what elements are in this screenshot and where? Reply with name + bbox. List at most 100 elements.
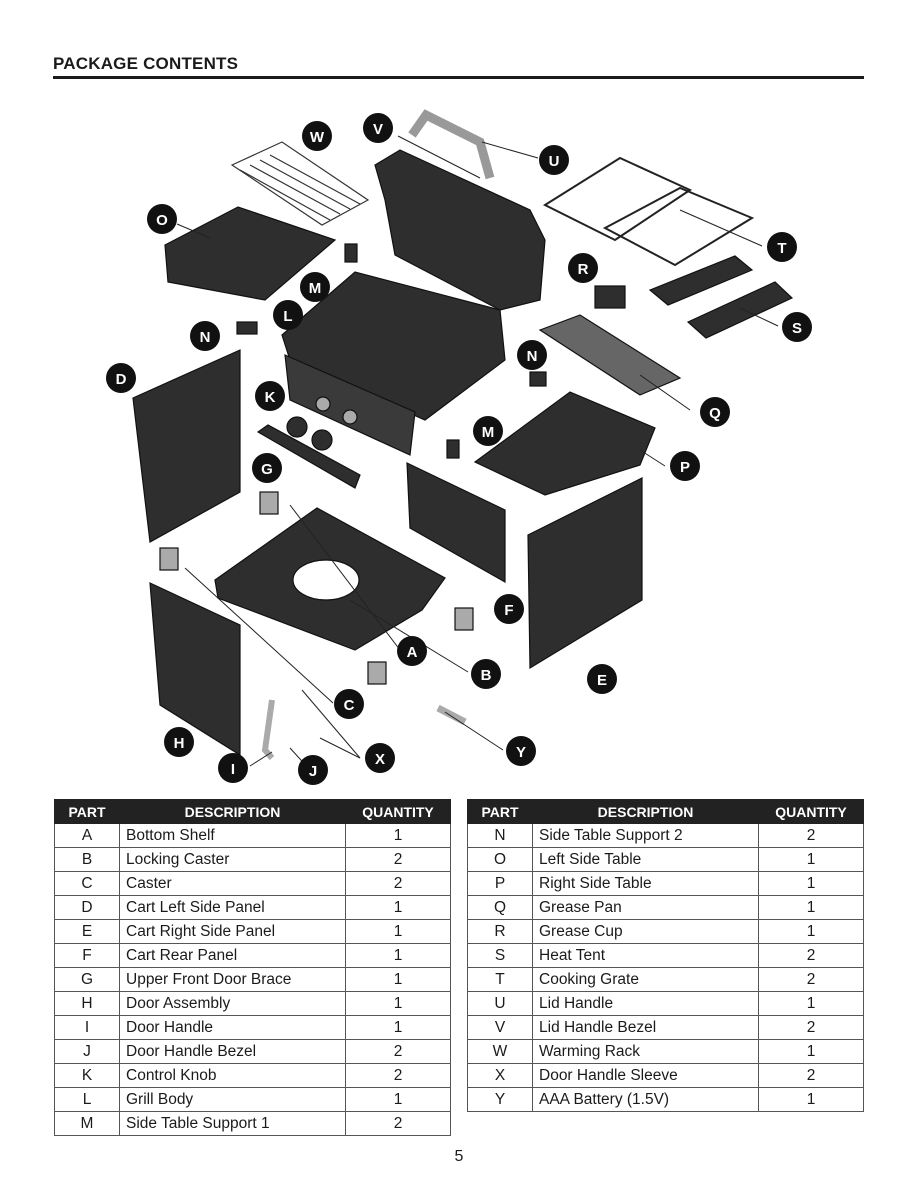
svg-text:P: P [680, 459, 690, 476]
part-cell: Q [467, 895, 533, 920]
svg-text:O: O [156, 212, 168, 229]
part-cell: R [467, 919, 533, 944]
svg-text:T: T [777, 240, 786, 257]
callout-J: J [298, 755, 328, 785]
quantity-cell: 1 [345, 895, 451, 920]
svg-text:W: W [310, 129, 325, 146]
right-side-table-drawing [473, 391, 656, 496]
quantity-cell: 2 [345, 1039, 451, 1064]
lid-handle-drawing [408, 109, 495, 180]
part-cell: S [467, 943, 533, 968]
part-cell: T [467, 967, 533, 992]
description-cell: Heat Tent [532, 943, 759, 968]
description-cell: Caster [119, 871, 346, 896]
callout-Q: Q [700, 397, 730, 427]
quantity-cell: 2 [758, 967, 864, 992]
part-cell: P [467, 871, 533, 896]
description-cell: Right Side Table [532, 871, 759, 896]
column-header-quantity: QUANTITY [758, 799, 864, 824]
part-cell: X [467, 1063, 533, 1088]
grill-lid-drawing [374, 149, 546, 311]
quantity-cell: 2 [345, 1063, 451, 1088]
callout-S: S [782, 312, 812, 342]
quantity-cell: 1 [345, 919, 451, 944]
callout-K: K [255, 381, 285, 411]
description-cell: Door Handle Bezel [119, 1039, 346, 1064]
callout-D: D [106, 363, 136, 393]
svg-text:S: S [792, 320, 802, 337]
quantity-cell: 1 [758, 871, 864, 896]
quantity-cell: 1 [345, 823, 451, 848]
heading-rule [53, 76, 864, 79]
left-side-table-drawing [164, 206, 337, 301]
quantity-cell: 2 [758, 943, 864, 968]
door-assembly-drawing [149, 582, 241, 757]
description-cell: Door Handle [119, 1015, 346, 1040]
part-cell: M [54, 1111, 120, 1136]
page-number: 5 [454, 1148, 464, 1165]
quantity-cell: 1 [345, 1087, 451, 1112]
svg-text:X: X [375, 751, 385, 768]
part-cell: H [54, 991, 120, 1016]
callout-L: L [273, 300, 303, 330]
svg-text:B: B [481, 667, 492, 684]
part-cell: D [54, 895, 120, 920]
svg-text:D: D [116, 371, 127, 388]
callout-R: R [568, 253, 598, 283]
column-header-description: DESCRIPTION [119, 799, 346, 824]
part-cell: V [467, 1015, 533, 1040]
description-cell: Cart Left Side Panel [119, 895, 346, 920]
quantity-cell: 2 [758, 823, 864, 848]
part-cell: A [54, 823, 120, 848]
quantity-cell: 2 [758, 1015, 864, 1040]
description-cell: Bottom Shelf [119, 823, 346, 848]
column-header-part: PART [54, 799, 120, 824]
quantity-cell: 2 [345, 871, 451, 896]
warming-rack-drawing [230, 141, 370, 226]
description-cell: Door Assembly [119, 991, 346, 1016]
callout-B: B [471, 659, 501, 689]
callout-M: M [473, 416, 503, 446]
quantity-cell: 2 [345, 847, 451, 872]
part-cell: J [54, 1039, 120, 1064]
description-cell: Side Table Support 2 [532, 823, 759, 848]
part-cell: O [467, 847, 533, 872]
svg-text:U: U [549, 153, 560, 170]
callout-N: N [517, 340, 547, 370]
svg-text:I: I [231, 761, 235, 778]
cart-rear-panel-drawing [406, 462, 506, 584]
svg-text:N: N [527, 348, 538, 365]
front-door-brace-drawing [256, 424, 361, 489]
callout-C: C [334, 689, 364, 719]
svg-text:R: R [578, 261, 589, 278]
callout-N: N [190, 321, 220, 351]
svg-text:F: F [504, 602, 513, 619]
description-cell: Warming Rack [532, 1039, 759, 1064]
column-header-description: DESCRIPTION [532, 799, 759, 824]
callout-Y: Y [506, 736, 536, 766]
cart-right-side-panel-drawing [527, 477, 643, 670]
description-cell: Control Knob [119, 1063, 346, 1088]
svg-text:G: G [261, 461, 273, 478]
callout-P: P [670, 451, 700, 481]
callout-U: U [539, 145, 569, 175]
